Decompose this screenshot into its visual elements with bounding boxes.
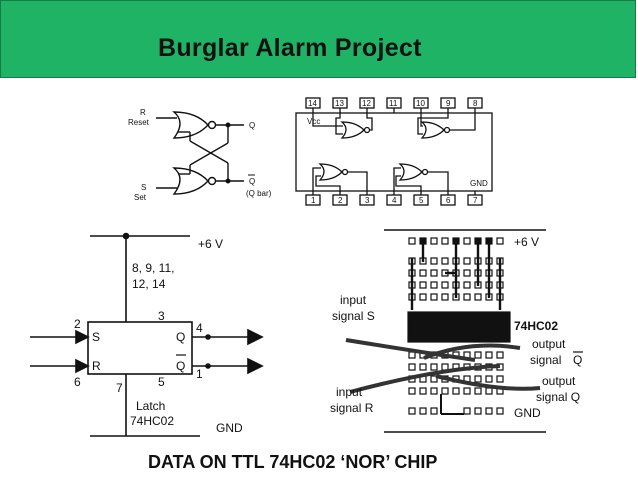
nor-gate-lower (172, 167, 209, 195)
pinout-gnd-label: GND (470, 179, 488, 188)
block-chip-label: 74HC02 (130, 414, 174, 428)
pin-label: 1 (311, 196, 316, 205)
block-qbar-label: Q (176, 359, 185, 373)
nor-gate-lower-bubble (207, 176, 217, 186)
block-supply-label: +6 V (198, 237, 223, 251)
nor-gate-upper-bubble (207, 120, 217, 130)
chip-pinout (295, 97, 493, 206)
breadboard-out-qbar-sym: Q (573, 353, 582, 367)
logic-set-label: Set (134, 193, 147, 202)
pinout-top-leads (312, 108, 476, 113)
nor-gate-upper (172, 111, 209, 139)
pin-label: 8 (473, 99, 478, 108)
pinout-vcc-label: Vcc (307, 117, 320, 126)
block-pin-4: 4 (196, 321, 203, 335)
logic-qbar-note: (Q bar) (246, 189, 272, 198)
wire-output-qbar (423, 343, 521, 360)
block-r-label: R (92, 359, 101, 373)
pin-label: 5 (419, 196, 424, 205)
pin-label: 12 (362, 99, 371, 108)
pin-label: 10 (416, 99, 425, 108)
pin-label: 7 (473, 196, 478, 205)
breadboard-input-s-2: signal S (332, 309, 375, 323)
block-latch-label: Latch (136, 399, 165, 413)
pinout-top-labels: 14 13 12 11 10 9 8 (308, 99, 478, 108)
breadboard-chip (407, 311, 511, 343)
breadboard-out-q-1: output (542, 374, 576, 388)
block-pin-2: 2 (74, 317, 81, 331)
pin-label: 6 (446, 196, 451, 205)
logic-reset-label: Reset (128, 118, 150, 127)
pin-label: 4 (392, 196, 397, 205)
breadboard-input-r-1: input (336, 385, 363, 399)
pin-label: 14 (308, 99, 317, 108)
pin-label: 9 (446, 99, 451, 108)
pin-label: 2 (338, 196, 343, 205)
block-pin-5: 5 (158, 375, 165, 389)
pin-label: 3 (365, 196, 370, 205)
block-pin-1: 1 (196, 367, 203, 381)
block-s-label: S (92, 330, 100, 344)
logic-qbar-label: Q (249, 177, 255, 186)
title-bar: Burglar Alarm Project (0, 0, 636, 78)
block-pin-7: 7 (116, 381, 123, 395)
breadboard-signal-wires (345, 338, 541, 394)
breadboard-top-rail (408, 237, 504, 245)
block-q-label: Q (176, 330, 185, 344)
block-vcc-pins-2: 12, 14 (132, 277, 166, 291)
breadboard-out-qbar-2: signal (530, 353, 561, 367)
pin-label: 13 (335, 99, 344, 108)
wire-output-q (435, 374, 541, 391)
breadboard-out-q-2: signal Q (536, 390, 580, 404)
breadboard-supply-label: +6 V (514, 235, 539, 249)
wire-input-r (349, 364, 501, 394)
logic-r-label: R (140, 108, 146, 117)
latch-block (87, 321, 193, 375)
nor-latch-logic (156, 111, 244, 195)
breadboard-input-r-2: signal R (330, 401, 374, 415)
breadboard-input-s-1: input (340, 293, 367, 307)
latch-block-diagram (30, 232, 264, 437)
block-pin-6: 6 (74, 375, 81, 389)
breadboard-out-qbar-1: output (532, 337, 566, 351)
breadboard-holes-lower (408, 351, 504, 415)
logic-s-label: S (141, 183, 146, 192)
wire-input-s (345, 338, 476, 362)
pinout-bottom-leads (312, 191, 476, 195)
logic-q-label: Q (249, 121, 255, 130)
breadboard-gnd-label: GND (514, 406, 541, 420)
slide-title: Burglar Alarm Project (158, 34, 422, 62)
pinout-bottom-labels: 1 2 3 4 5 6 7 (311, 196, 478, 205)
breadboard-chip-label: 74HC02 (514, 319, 558, 333)
pin-label: 11 (389, 99, 398, 108)
slide-caption: DATA ON TTL 74HC02 ‘NOR’ CHIP (148, 452, 438, 472)
block-vcc-pins-1: 8, 9, 11, (132, 261, 174, 275)
block-gnd-label: GND (216, 421, 243, 435)
block-pin-3: 3 (158, 309, 165, 323)
breadboard-jumpers (410, 244, 502, 310)
breadboard (345, 229, 546, 433)
